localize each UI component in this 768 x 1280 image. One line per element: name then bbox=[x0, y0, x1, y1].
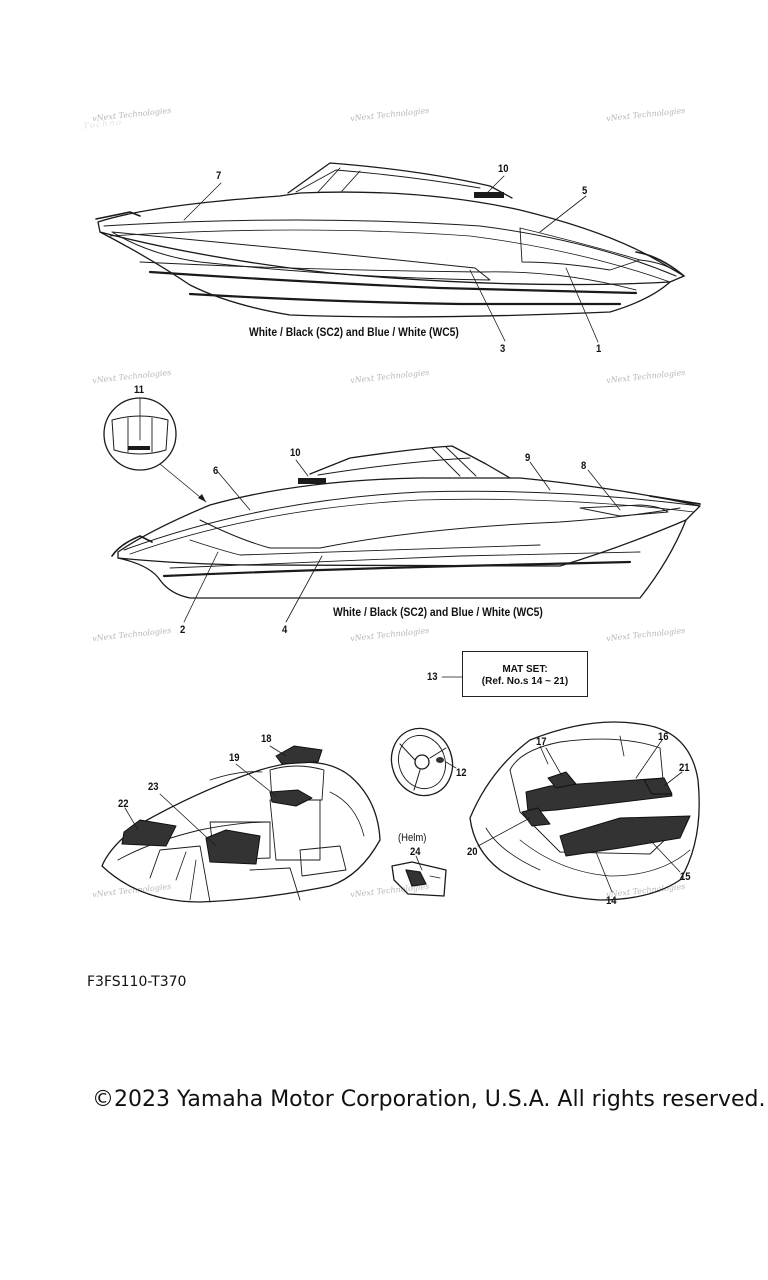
callout-23: 23 bbox=[148, 781, 159, 793]
yamaha-logo-decal bbox=[298, 478, 326, 484]
boat-drawings bbox=[95, 162, 701, 903]
steering-wheel bbox=[390, 727, 454, 797]
mat-18 bbox=[275, 745, 323, 765]
callout-13: 13 bbox=[427, 671, 438, 683]
copyright-notice: ©2023 Yamaha Motor Corporation, U.S.A. A… bbox=[92, 1087, 766, 1112]
callout-15: 15 bbox=[680, 871, 691, 883]
boat-side-view-starboard bbox=[95, 162, 685, 318]
callout-4: 4 bbox=[282, 624, 288, 636]
callout-5: 5 bbox=[582, 185, 588, 197]
callout-7: 7 bbox=[216, 170, 222, 182]
callout-9: 9 bbox=[525, 452, 531, 464]
callout-8: 8 bbox=[581, 460, 587, 472]
callout-16: 16 bbox=[658, 731, 669, 743]
mat-22 bbox=[121, 819, 177, 847]
callout-6: 6 bbox=[213, 465, 219, 477]
mat-20 bbox=[521, 807, 551, 827]
callout-17: 17 bbox=[536, 736, 547, 748]
callout-12: 12 bbox=[456, 767, 467, 779]
callout-21: 21 bbox=[679, 762, 690, 774]
callout-14: 14 bbox=[606, 895, 617, 907]
mat-21 bbox=[643, 777, 673, 795]
boat-side-view-port bbox=[111, 445, 701, 599]
callout-20: 20 bbox=[467, 846, 478, 858]
diagram-code: F3FS110-T370 bbox=[87, 974, 187, 990]
callout-1: 1 bbox=[596, 343, 602, 355]
mat-19 bbox=[269, 789, 313, 807]
callout-24: 24 bbox=[410, 846, 421, 858]
callout-10-bottom: 10 bbox=[290, 447, 301, 459]
callout-19: 19 bbox=[229, 752, 240, 764]
mat-set-refs: (Ref. No.s 14 ~ 21) bbox=[481, 676, 569, 687]
helm-part bbox=[391, 861, 447, 897]
callout-2: 2 bbox=[180, 624, 186, 636]
bottom-boat-caption: White / Black (SC2) and Blue / White (WC… bbox=[333, 605, 543, 619]
callout-22: 22 bbox=[118, 798, 129, 810]
mat-set-title: MAT SET: bbox=[502, 664, 548, 675]
callout-18: 18 bbox=[261, 733, 272, 745]
mat-17 bbox=[547, 771, 577, 789]
mat-set-box: MAT SET: (Ref. No.s 14 ~ 21) bbox=[462, 651, 588, 697]
yamaha-logo-decal bbox=[474, 192, 504, 198]
stern-interior-view bbox=[469, 721, 700, 901]
top-boat-caption: White / Black (SC2) and Blue / White (WC… bbox=[249, 325, 459, 339]
callout-3: 3 bbox=[500, 343, 506, 355]
helm-label: (Helm) bbox=[398, 832, 427, 844]
callout-11: 11 bbox=[134, 384, 145, 396]
mat-14-15 bbox=[559, 815, 691, 857]
callout-10-top: 10 bbox=[498, 163, 509, 175]
mat-23 bbox=[205, 829, 261, 865]
